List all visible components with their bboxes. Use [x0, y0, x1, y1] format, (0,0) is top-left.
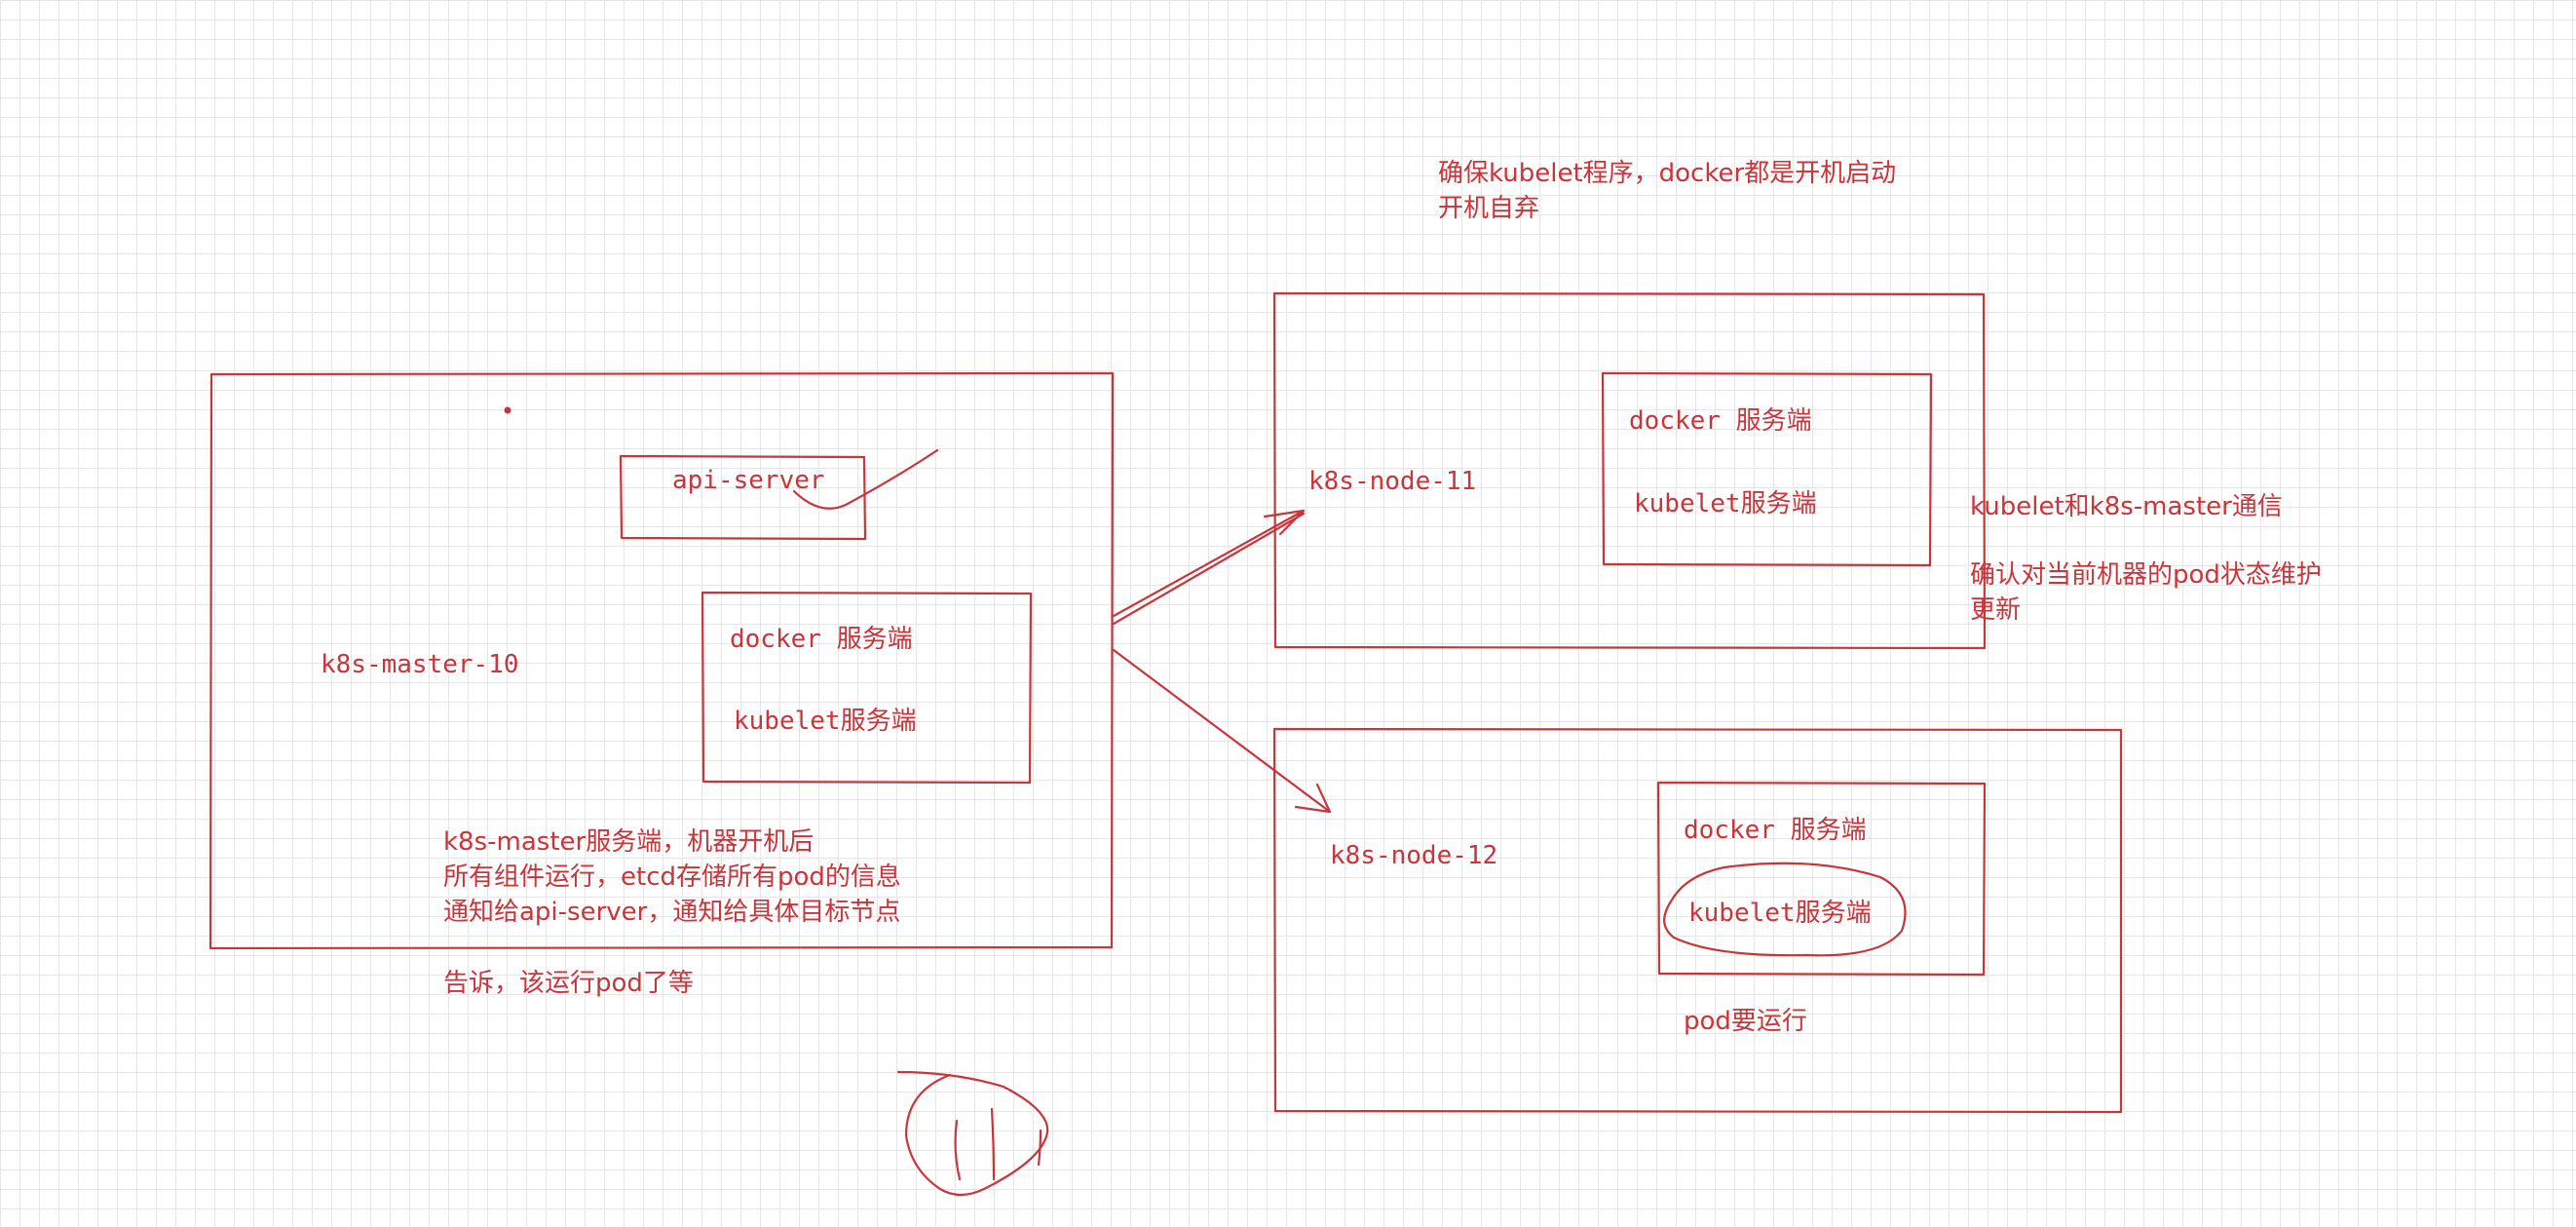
master-node-label: k8s-master-10	[321, 650, 519, 679]
arrow-master-to-node12	[1112, 648, 1332, 814]
node11-side-note: kubelet和k8s-master通信	[1970, 492, 2283, 521]
node12-box[interactable]	[1272, 727, 2123, 1114]
master-description: k8s-master服务端，机器开机后 所有组件运行，etcd存储所有pod的信…	[443, 827, 901, 927]
node11-kubelet-label: kubelet服务端	[1634, 489, 1817, 518]
node12-docker-label: docker 服务端	[1684, 816, 1867, 845]
stray-dot	[504, 406, 511, 414]
sketch-doodle	[896, 1070, 1049, 1197]
master-footer-note: 告诉，该运行pod了等	[443, 969, 694, 998]
top-note: 确保kubelet程序，docker都是开机启动 开机自弃	[1438, 159, 1897, 223]
check-mark-icon	[792, 448, 939, 510]
highlight-circle	[1663, 862, 1907, 957]
master-docker-label: docker 服务端	[730, 625, 913, 654]
arrow-master-to-node11	[1112, 509, 1306, 626]
node12-label: k8s-node-12	[1330, 841, 1498, 870]
node12-kubelet-label: kubelet服务端	[1688, 899, 1872, 928]
api-server-label: api-server	[672, 466, 825, 495]
master-runtime-box[interactable]	[701, 591, 1033, 785]
node11-label: k8s-node-11	[1308, 467, 1477, 496]
master-node-box[interactable]	[208, 371, 1115, 950]
node12-pod-note: pod要运行	[1684, 1007, 1807, 1036]
node12-runtime-box[interactable]	[1656, 781, 1987, 977]
api-server-box[interactable]	[619, 454, 867, 541]
node11-runtime-box[interactable]	[1601, 371, 1933, 567]
master-kubelet-label: kubelet服务端	[734, 707, 917, 736]
node11-docker-label: docker 服务端	[1629, 406, 1812, 436]
node11-side-note-2: 确认对当前机器的pod状态维护 更新	[1970, 560, 2322, 625]
